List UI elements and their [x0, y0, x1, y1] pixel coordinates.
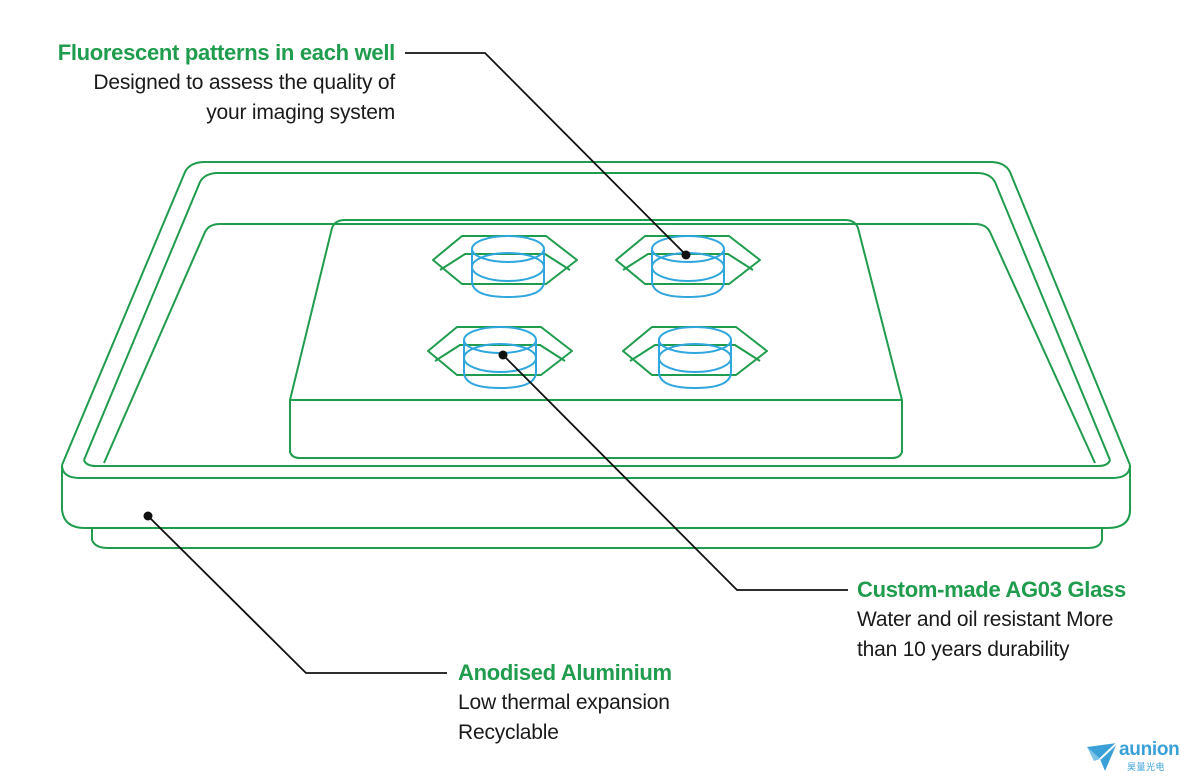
callout-aluminium: Anodised Aluminium Low thermal expansion…: [458, 658, 672, 748]
glass-slide-side: [289, 400, 903, 459]
paper-plane-icon: [1087, 742, 1118, 771]
leader-dot-glass: [498, 350, 508, 360]
callout-glass: Custom-made AG03 Glass Water and oil res…: [857, 575, 1126, 665]
leader-line-wells: [405, 52, 687, 256]
glass-slide-top: [289, 219, 903, 401]
leader-dot-wells: [681, 250, 691, 260]
logo-name: aunion: [1119, 739, 1180, 760]
callout-text-line: than 10 years durability: [857, 638, 1070, 661]
well-top-left-frame: [432, 235, 578, 285]
leader-line-aluminium: [147, 515, 447, 674]
aunion-logo: aunion 昊量光电: [1085, 739, 1185, 773]
callout-text-line: Water and oil resistant More: [857, 608, 1114, 631]
tray-base: [91, 528, 1103, 549]
well-bottom-right-frame: [622, 326, 768, 376]
pattern-top-right: [651, 235, 725, 299]
leader-dot-aluminium: [143, 511, 153, 521]
tray-front-edge: [61, 464, 1131, 479]
pattern-bottom-right: [658, 326, 732, 390]
callout-text-line: Designed to assess the quality of: [93, 71, 395, 94]
callout-title: Anodised Aluminium: [458, 660, 672, 685]
tray-outer-rim: [61, 161, 1131, 466]
tray-front-face: [61, 465, 1131, 529]
leader-line-glass: [502, 354, 848, 591]
callout-text-line: Recyclable: [458, 721, 559, 744]
callout-text-line: Low thermal expansion: [458, 691, 670, 714]
tray-inner-rim: [83, 172, 1111, 461]
pattern-top-left: [471, 235, 545, 299]
callout-fluorescent-patterns: Fluorescent patterns in each well Design…: [57, 38, 396, 128]
well-top-right-frame: [615, 235, 761, 285]
callout-text-line: your imaging system: [206, 101, 395, 124]
callout-title: Custom-made AG03 Glass: [857, 577, 1126, 602]
tray-floor-edge: [103, 223, 1096, 464]
logo-subtitle: 昊量光电: [1127, 762, 1166, 772]
well-bottom-left-frame: [427, 326, 573, 376]
callout-title: Fluorescent patterns in each well: [57, 40, 396, 65]
tray-top-surface: [83, 459, 1111, 467]
